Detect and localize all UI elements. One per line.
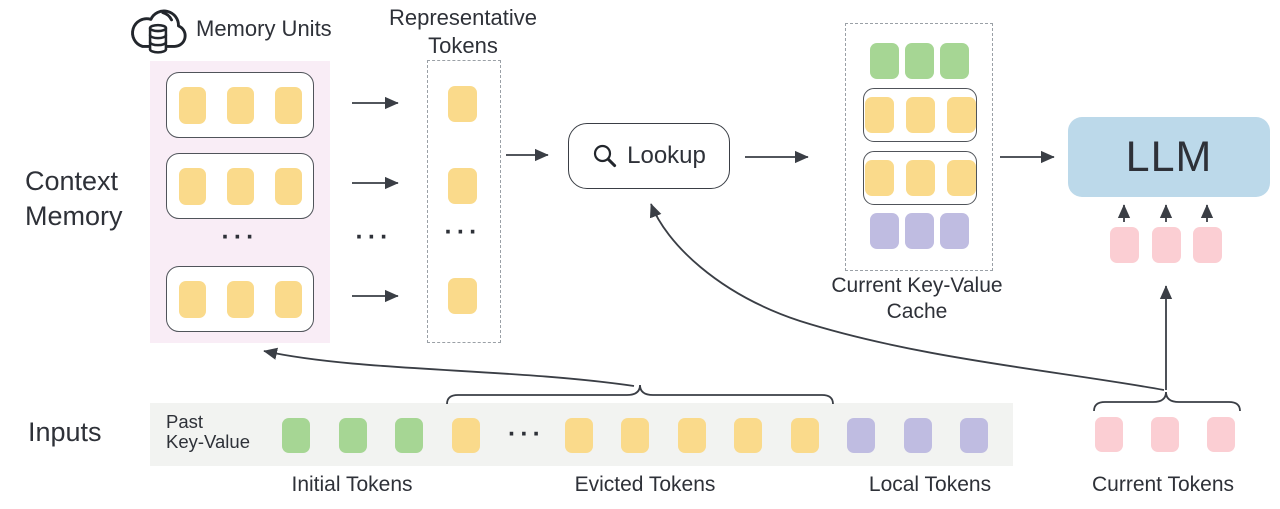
cache-memory-row-1 (863, 88, 977, 142)
yellow-token (178, 86, 206, 124)
yellow-token (226, 167, 254, 205)
initial-tokens-caption: Initial Tokens (291, 473, 413, 496)
local-tokens-caption: Local Tokens (868, 473, 992, 496)
representative-tokens-heading: Representative Tokens (389, 5, 537, 58)
yellow-token (905, 160, 935, 196)
pink-token (1110, 227, 1139, 263)
memory-units-heading: Memory Units (196, 16, 332, 41)
cache-memory-row-2 (863, 151, 977, 205)
green-token (282, 418, 310, 453)
llm-box: LLM (1068, 117, 1270, 197)
yellow-token (864, 160, 894, 196)
purple-token (869, 213, 899, 249)
green-token (395, 418, 423, 453)
current-tokens-group (1095, 417, 1235, 452)
memory-units-cloud-database-icon (126, 1, 190, 59)
pink-token (1095, 417, 1123, 452)
ellipsis: ··· (508, 420, 545, 448)
yellow-token (451, 418, 480, 453)
past-key-value-label: Past Key-Value (166, 411, 250, 452)
arrow-evicted-to-memory (263, 347, 635, 387)
yellow-token (905, 97, 935, 133)
green-token (939, 43, 969, 79)
yellow-token (226, 86, 254, 124)
green-token (904, 43, 934, 79)
yellow-token (946, 160, 976, 196)
green-token (869, 43, 899, 79)
yellow-token (621, 418, 649, 453)
representative-ellipsis: ··· (444, 218, 482, 246)
yellow-token (564, 418, 593, 453)
current-tokens-caption: Current Tokens (1091, 473, 1235, 496)
llm-label: LLM (1125, 132, 1213, 181)
yellow-token (178, 280, 206, 318)
arrow-current-to-lookup (649, 203, 1165, 391)
yellow-token (178, 167, 206, 205)
lookup-box: Lookup (568, 123, 730, 189)
llm-input-tokens (1110, 227, 1222, 263)
yellow-token (864, 97, 894, 133)
pink-token (1207, 417, 1235, 452)
representative-tokens-box (427, 60, 501, 343)
pink-token (1151, 227, 1181, 263)
evicted-tokens-caption: Evicted Tokens (574, 473, 716, 496)
cache-initial-row (846, 43, 992, 79)
yellow-token (677, 418, 706, 453)
lookup-label: Lookup (627, 142, 706, 169)
yellow-token (734, 418, 762, 453)
green-token (338, 418, 367, 453)
pink-token (1193, 227, 1222, 263)
memory-panel-ellipsis: ··· (221, 223, 259, 251)
purple-token (904, 213, 934, 249)
memory-unit-row-3 (166, 266, 314, 332)
context-memory-label: Context Memory (25, 166, 123, 231)
past-key-value-tokens: ··· (282, 418, 988, 453)
evicted-tokens-brace (446, 384, 834, 405)
representative-token-1 (448, 86, 477, 122)
memory-unit-row-2 (166, 153, 314, 219)
yellow-token (274, 167, 302, 205)
pink-token (1151, 417, 1179, 452)
representative-token-3 (448, 278, 477, 314)
mid-ellipsis: ··· (355, 223, 393, 251)
purple-token (847, 418, 875, 453)
current-kv-cache-box (845, 23, 993, 271)
inputs-label: Inputs (28, 417, 102, 447)
yellow-token (226, 280, 254, 318)
yellow-token (274, 86, 302, 124)
yellow-token (274, 280, 302, 318)
purple-token (960, 418, 988, 453)
yellow-token (946, 97, 976, 133)
current-tokens-brace (1093, 391, 1241, 412)
cache-local-row (846, 213, 992, 249)
memory-unit-row-1 (166, 72, 314, 138)
yellow-token (790, 418, 819, 453)
magnifier-icon (592, 143, 618, 169)
current-kv-cache-caption: Current Key-Value Cache (831, 274, 1003, 323)
purple-token (939, 213, 969, 249)
purple-token (903, 418, 932, 453)
representative-token-2 (448, 168, 477, 204)
